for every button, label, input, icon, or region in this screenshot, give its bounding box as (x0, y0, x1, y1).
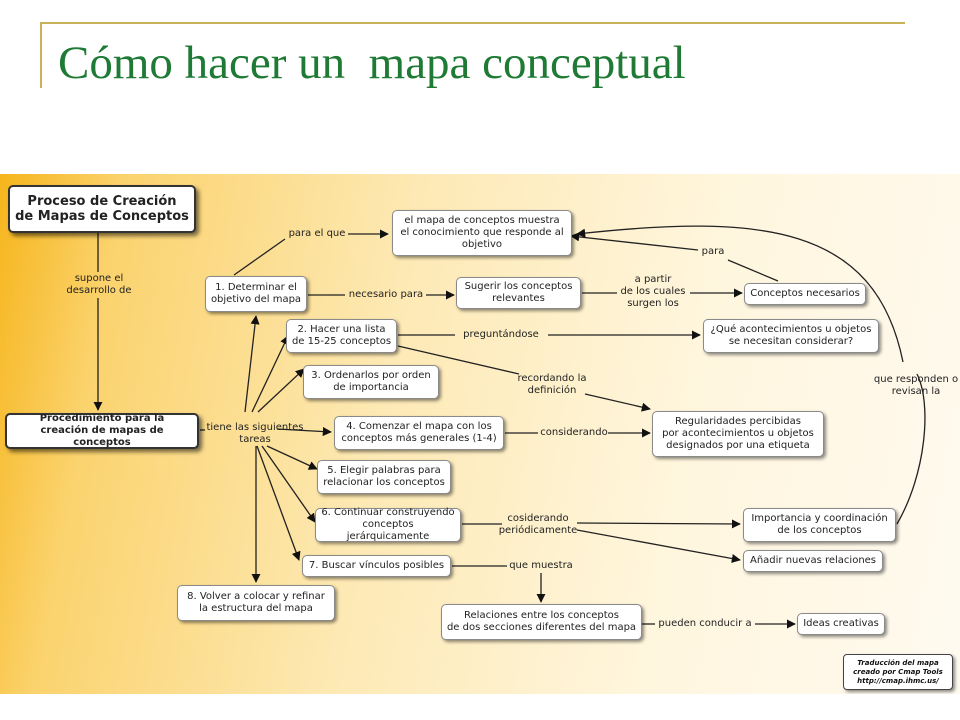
root-node: Proceso de Creación de Mapas de Concepto… (8, 185, 196, 233)
creative-ideas-node: Ideas creativas (797, 613, 885, 635)
question-node: ¿Qué acontecimientos u objetos se necesi… (703, 319, 879, 353)
objective-node: el mapa de conceptos muestra el conocimi… (392, 210, 572, 256)
procedure-node: Procedimiento para la creación de mapas … (5, 413, 199, 449)
link-label-que-responden: que responden o revisan la (873, 374, 959, 397)
link-label-considerando: considerando (540, 427, 608, 438)
link-label-supone: supone el desarrollo de (66, 273, 132, 296)
link-label-considerando-periodicamente: cosiderando periódicamente (498, 513, 578, 536)
step-4-node: 4. Comenzar el mapa con los conceptos má… (334, 416, 504, 450)
link-label-a-partir: a partir de los cuales surgen los (620, 274, 686, 309)
concept-map: Proceso de Creación de Mapas de Concepto… (0, 174, 960, 694)
step-3-node: 3. Ordenarlos por orden de importancia (303, 365, 439, 399)
link-label-para-el-que: para el que (288, 228, 346, 239)
title-rule-top (40, 22, 905, 24)
link-label-que-muestra: que muestra (509, 560, 573, 571)
step-8-node: 8. Volver a colocar y refinar la estruct… (177, 585, 335, 621)
slide-title: Cómo hacer un mapa conceptual (58, 37, 686, 89)
step-2-node: 2. Hacer una lista de 15-25 conceptos (286, 319, 397, 353)
link-label-necesario-para: necesario para (348, 289, 424, 300)
link-label-recordando: recordando la definición (517, 373, 587, 396)
link-label-pueden-conducir: pueden conducir a (658, 618, 752, 629)
step-7-node: 7. Buscar vínculos posibles (302, 555, 451, 577)
title-rule-left (40, 22, 42, 88)
importance-node: Importancia y coordinación de los concep… (743, 508, 896, 542)
new-relations-node: Añadir nuevas relaciones (743, 550, 883, 572)
regularities-node: Regularidades percibidas por acontecimie… (652, 411, 824, 457)
map-links (93, 225, 926, 629)
link-label-tiene: tiene las siguientes tareas (206, 422, 304, 445)
link-label-preguntandose: preguntándose (463, 329, 539, 340)
link-label-para: para (701, 246, 725, 257)
needed-concepts-node: Conceptos necesarios (744, 283, 866, 305)
step-6-node: 6. Continuar construyendo conceptos jerá… (315, 507, 461, 542)
suggest-concepts-node: Sugerir los conceptos relevantes (456, 277, 581, 309)
credit-box: Traducción del mapa creado por Cmap Tool… (843, 654, 953, 690)
step-5-node: 5. Elegir palabras para relacionar los c… (317, 460, 451, 494)
relations-sections-node: Relaciones entre los conceptos de dos se… (441, 604, 642, 640)
step-1-node: 1. Determinar el objetivo del mapa (205, 276, 307, 312)
